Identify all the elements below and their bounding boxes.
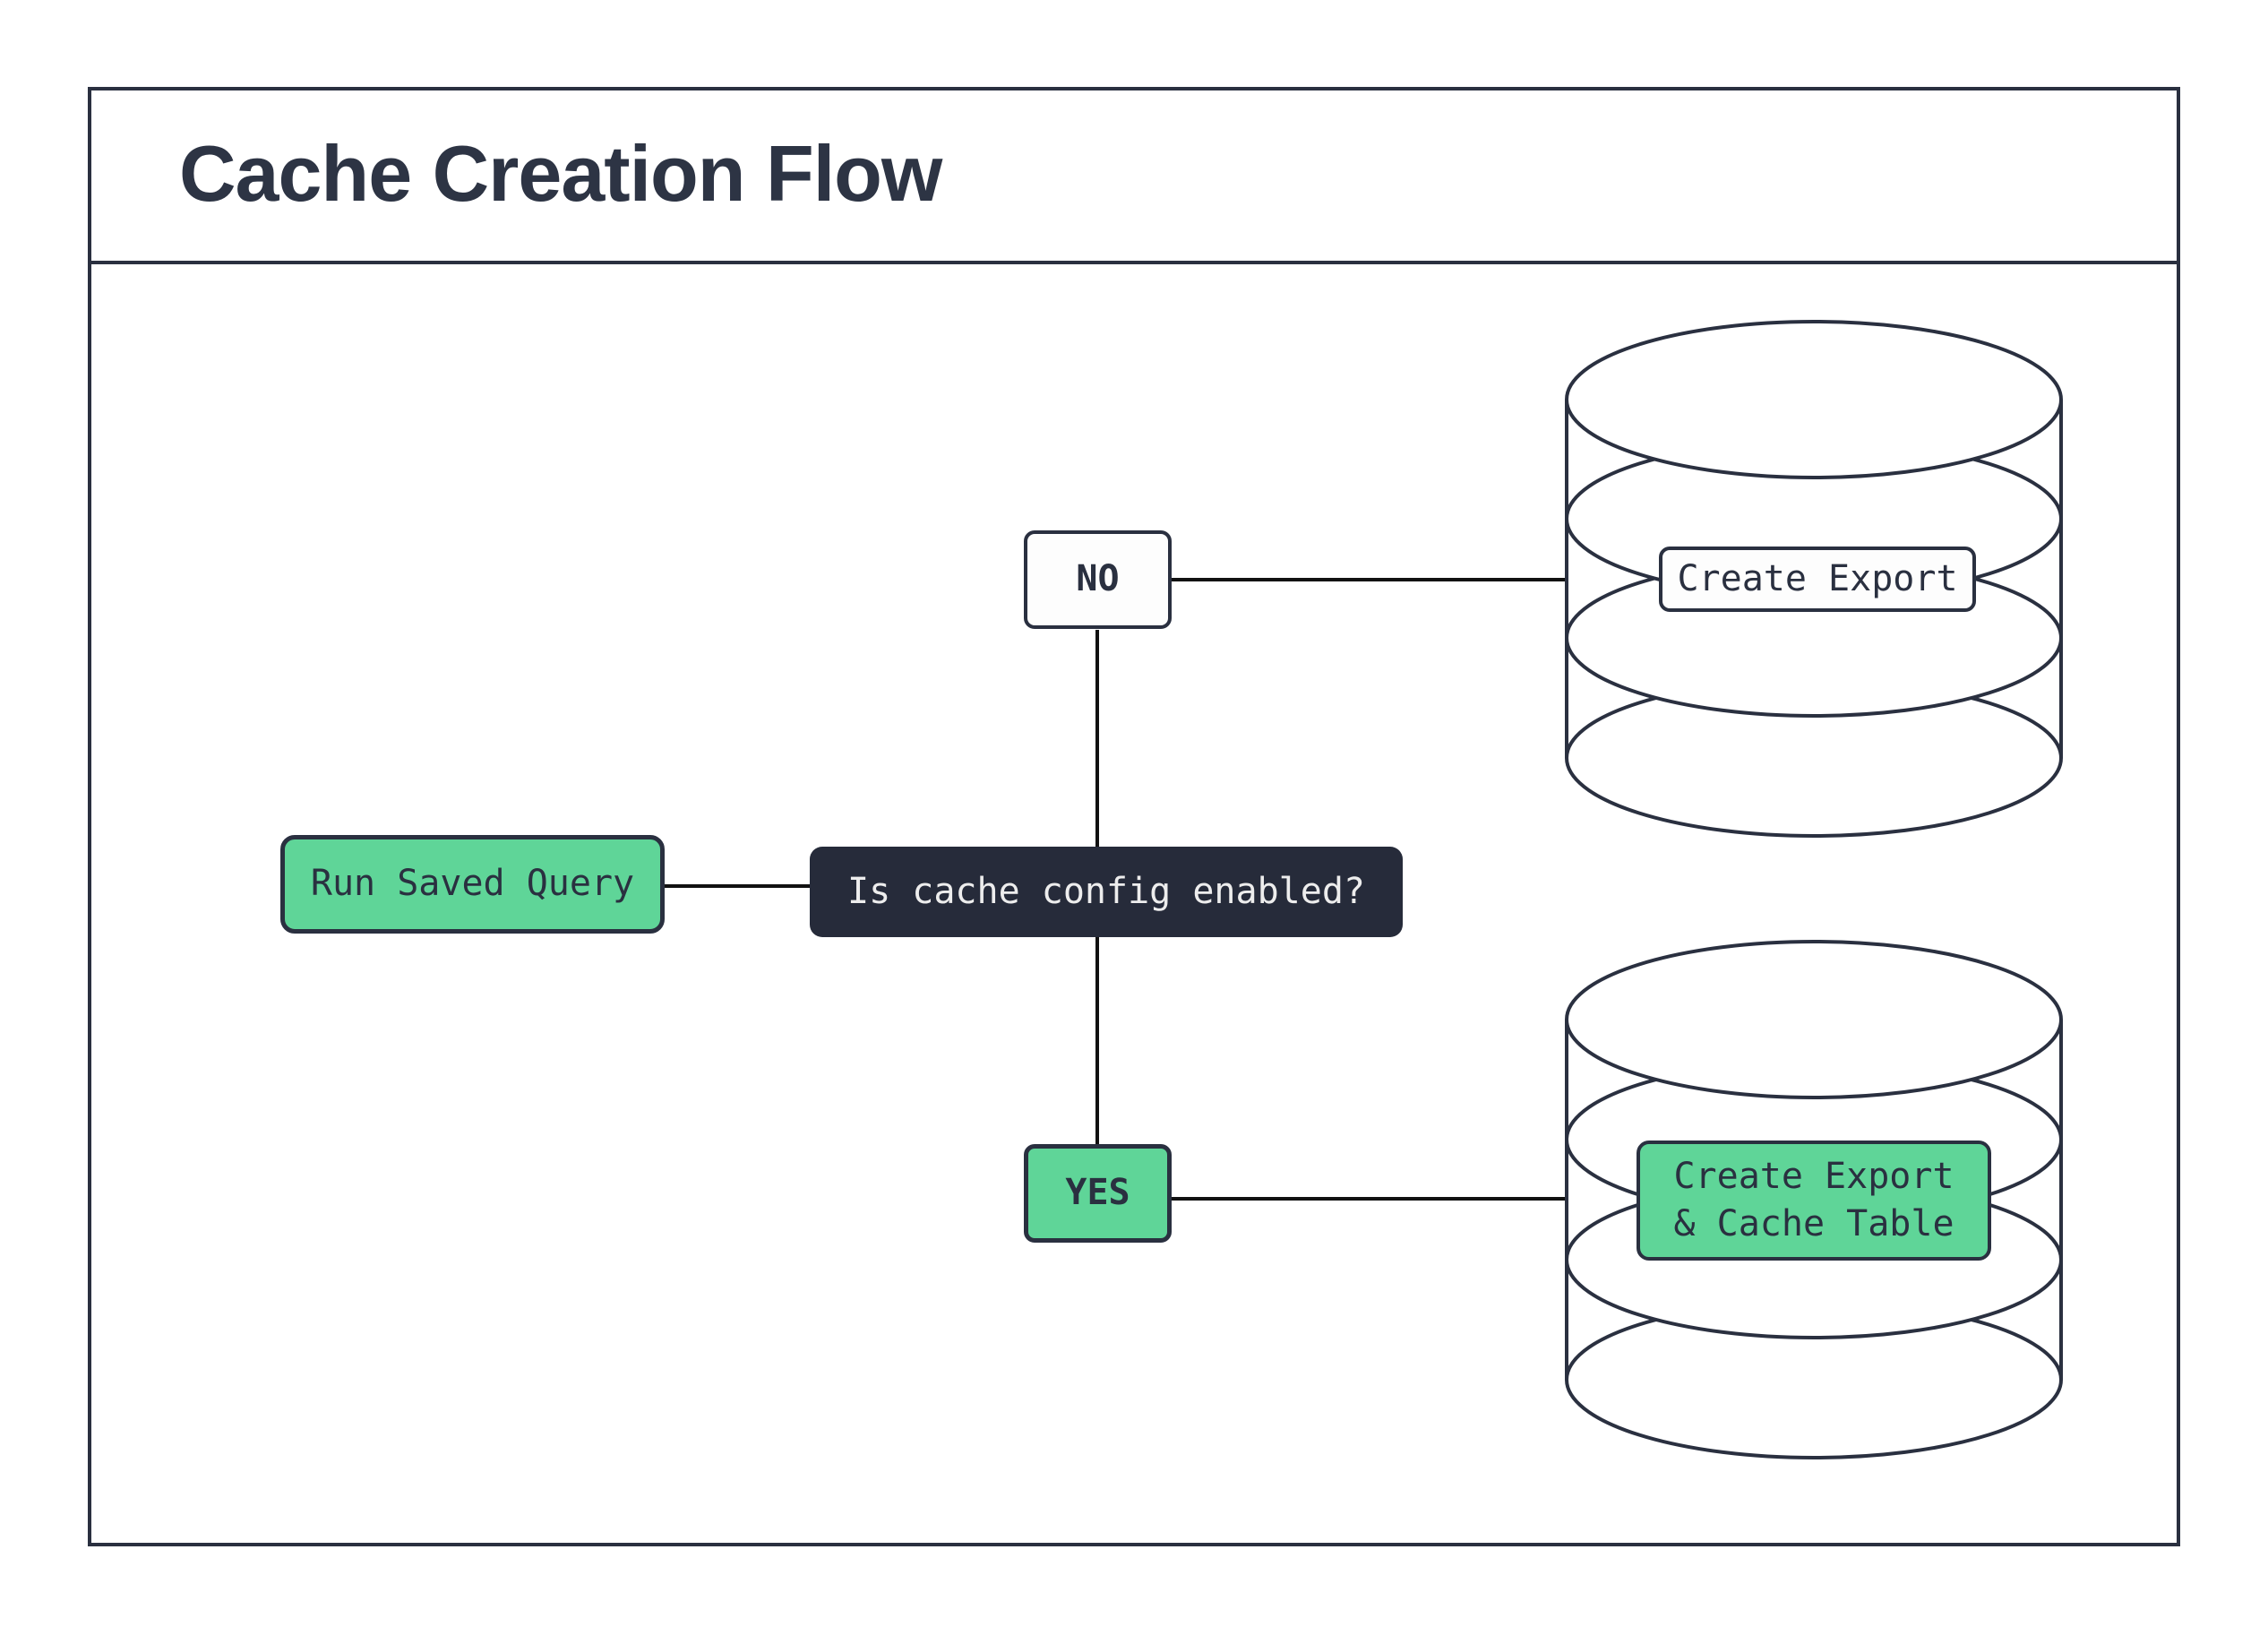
node-run-saved-query: Run Saved Query (280, 835, 665, 934)
page-title: Cache Creation Flow (179, 129, 942, 218)
node-run-saved-query-label: Run Saved Query (310, 863, 635, 905)
diagram-frame (88, 87, 2180, 1546)
node-create-export: Create Export (1659, 547, 1976, 612)
node-cache-config-decision-label: Is cache config enabled? (847, 870, 1365, 912)
node-create-export-cache-line1: Create Export (1673, 1155, 1954, 1197)
node-branch-yes: YES (1024, 1144, 1172, 1243)
diagram-header: Cache Creation Flow (88, 87, 2180, 264)
node-branch-yes-label: YES (1065, 1172, 1130, 1214)
node-branch-no-label: NO (1076, 558, 1120, 600)
node-create-export-cache-table: Create Export & Cache Table (1637, 1141, 1991, 1261)
node-create-export-label: Create Export (1677, 557, 1958, 599)
node-branch-no: NO (1024, 530, 1172, 629)
node-cache-config-decision: Is cache config enabled? (810, 847, 1403, 937)
node-create-export-cache-line2: & Cache Table (1673, 1203, 1954, 1244)
